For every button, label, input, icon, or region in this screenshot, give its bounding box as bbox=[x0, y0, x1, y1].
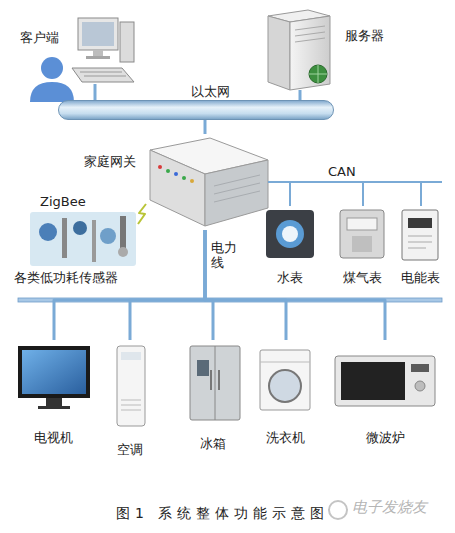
bus-wire bbox=[268, 182, 421, 206]
sensor-group: 各类低功耗传感器 bbox=[10, 210, 138, 286]
water-meter: 水表 bbox=[262, 206, 318, 286]
tv-icon bbox=[18, 346, 90, 409]
air-conditioner-icon bbox=[117, 346, 145, 426]
node-label: 水表 bbox=[277, 270, 303, 285]
watermark: 电子发烧友 bbox=[352, 500, 427, 515]
bus-wire bbox=[268, 182, 363, 206]
refrigerator-icon bbox=[190, 346, 240, 420]
bus-wire bbox=[94, 84, 97, 100]
node-label: 服务器 bbox=[345, 28, 384, 43]
node-label: 电能表 bbox=[401, 270, 440, 285]
node-label: 冰箱 bbox=[200, 436, 226, 451]
bus-wire bbox=[204, 120, 207, 134]
node-label: 家庭网关 bbox=[84, 154, 136, 169]
refrigerator: 冰箱 bbox=[180, 340, 246, 452]
bus-name: 电力线 bbox=[211, 240, 241, 270]
gateway-device bbox=[150, 138, 268, 226]
node-label: 电视机 bbox=[34, 430, 73, 445]
electric-meter: 电能表 bbox=[398, 206, 444, 286]
server: 服务器 bbox=[255, 6, 395, 90]
washing-machine-icon bbox=[260, 350, 310, 410]
wireless-link bbox=[138, 204, 146, 224]
gas-meter: 煤气表 bbox=[334, 206, 392, 286]
figure-caption: 图1 系统整体功能示意图 bbox=[116, 506, 329, 521]
node-label: 各类低功耗传感器 bbox=[14, 270, 118, 285]
bus-wire bbox=[205, 230, 385, 340]
air-conditioner: 空调 bbox=[104, 340, 156, 458]
bus-wire bbox=[268, 182, 290, 206]
sensor-group-image bbox=[30, 212, 136, 266]
bus-wire bbox=[130, 230, 205, 340]
bus-name: CAN bbox=[328, 164, 356, 179]
node-label: 以太网 bbox=[191, 84, 230, 99]
electric-meter-icon bbox=[402, 210, 438, 260]
node-label: 洗衣机 bbox=[266, 430, 305, 445]
client-computer: 客户端 bbox=[14, 14, 132, 84]
bus-wire bbox=[205, 230, 286, 340]
user-icon bbox=[30, 57, 74, 102]
microwave-icon bbox=[335, 356, 435, 406]
watermark-logo bbox=[329, 501, 347, 519]
computer-icon bbox=[72, 18, 134, 82]
node-label: 空调 bbox=[117, 442, 143, 457]
television: 电视机 bbox=[14, 340, 94, 448]
bus-wire bbox=[299, 90, 302, 100]
home-gateway: 家庭网关 bbox=[146, 134, 268, 230]
server-icon bbox=[268, 10, 330, 90]
microwave-oven: 微波炉 bbox=[330, 340, 440, 448]
washing-machine: 洗衣机 bbox=[253, 340, 319, 448]
gas-meter-icon bbox=[340, 210, 384, 258]
ethernet-bus: 以太网 bbox=[58, 100, 334, 120]
node-label: 客户端 bbox=[20, 30, 59, 45]
node-label: 微波炉 bbox=[366, 430, 405, 445]
protocol-name: ZigBee bbox=[40, 194, 86, 209]
bus-wire bbox=[54, 230, 205, 340]
water-meter-icon bbox=[266, 210, 314, 258]
node-label: 煤气表 bbox=[343, 270, 382, 285]
